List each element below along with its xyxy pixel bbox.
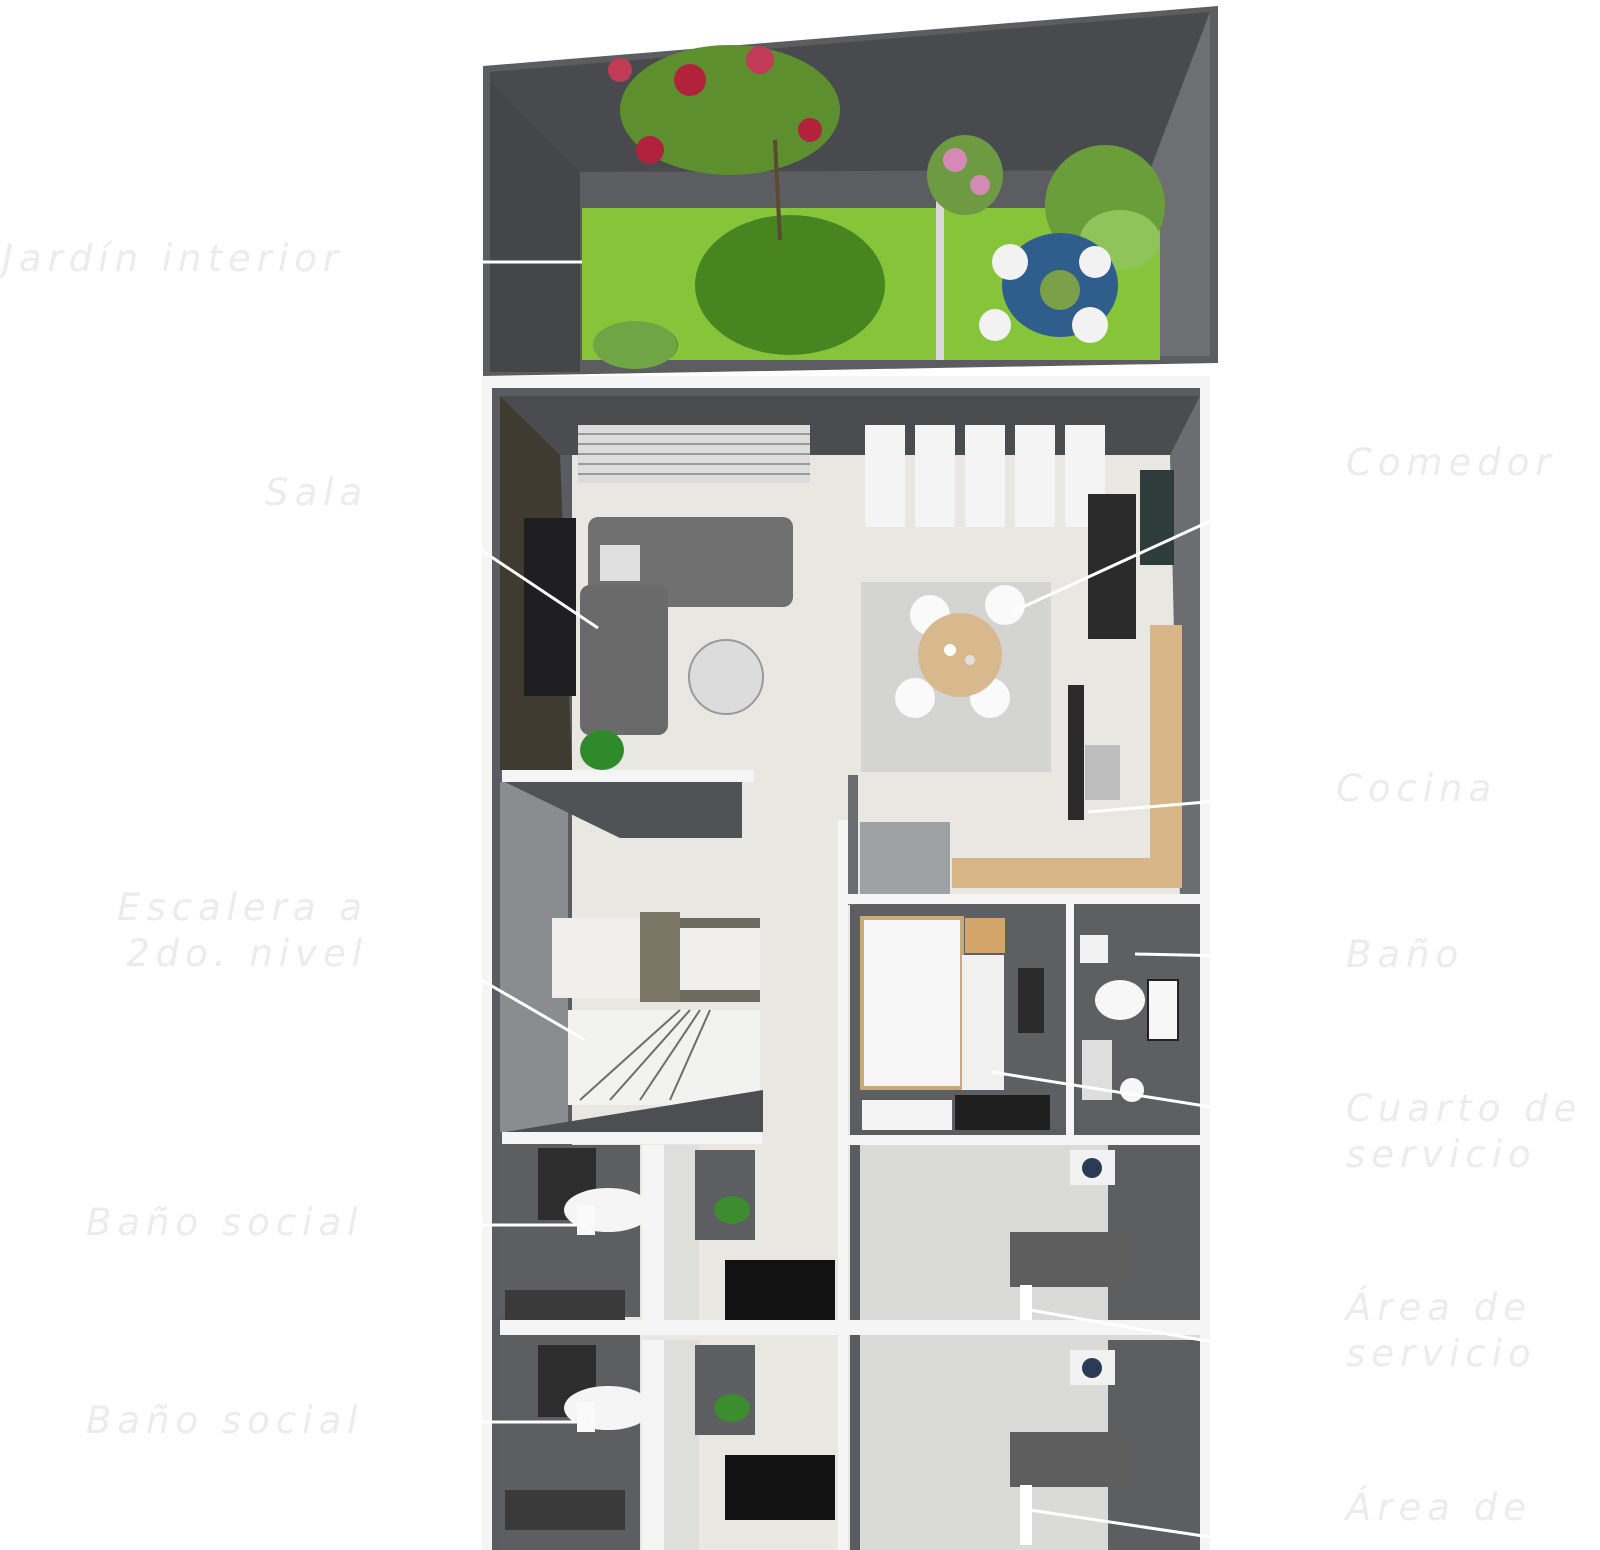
leader-cocina	[1087, 798, 1231, 814]
label-sala: Sala	[265, 471, 369, 514]
round-ottoman	[688, 639, 764, 715]
label-bano: Baño	[1346, 933, 1465, 976]
window-blind-left	[578, 425, 810, 483]
kitchen-counter	[952, 625, 1182, 888]
label-cocina: Cocina	[1336, 767, 1498, 810]
label-escalera-line1: Escalera a	[116, 886, 368, 929]
dining-set	[895, 585, 1025, 718]
interior-walls	[482, 376, 1210, 1550]
label-cuarto-line2: servicio	[1346, 1133, 1537, 1176]
label-escalera-line2: 2do. nivel	[126, 932, 368, 975]
bathroom	[1077, 902, 1200, 1127]
label-bano-social-2: Baño social	[86, 1399, 364, 1442]
pink-flower-shrub	[927, 135, 1003, 215]
label-area-servicio-1: Área de servicio	[1346, 1285, 1537, 1377]
label-area1-line2: servicio	[1346, 1332, 1537, 1375]
kitchen-partition	[848, 775, 858, 905]
social-bathroom-2	[500, 1320, 840, 1550]
potted-plant	[580, 730, 624, 770]
leader-area-1	[1029, 1308, 1231, 1347]
leader-area-2	[1029, 1508, 1231, 1542]
label-cuarto-line1: Cuarto de	[1346, 1087, 1583, 1130]
sliding-door-panels	[865, 425, 1105, 527]
fridge	[860, 822, 950, 894]
leader-bano	[1134, 952, 1231, 958]
label-area1-line1: Área de	[1346, 1286, 1532, 1329]
service-area-2	[840, 1320, 1210, 1550]
label-escalera: Escalera a 2do. nivel	[108, 885, 368, 977]
leader-comedor	[1011, 510, 1231, 614]
label-bano-social-1: Baño social	[86, 1201, 364, 1244]
label-area-servicio-2: Área de	[1346, 1486, 1532, 1529]
label-jardin-interior: Jardín interior	[2, 237, 345, 280]
corner-fern	[593, 321, 677, 369]
sectional-sofa	[580, 517, 793, 735]
stair-area	[500, 782, 763, 1132]
service-area-1	[860, 1145, 1200, 1330]
social-bathroom-1	[500, 1145, 835, 1325]
label-comedor: Comedor	[1346, 441, 1557, 484]
label-cuarto-servicio: Cuarto de servicio	[1346, 1086, 1582, 1178]
service-room	[855, 902, 1070, 1130]
garden-table-set	[979, 233, 1118, 343]
leader-sala	[477, 546, 599, 630]
leader-escalera	[477, 976, 586, 1042]
red-flowering-tree	[608, 45, 840, 241]
leader-cuarto	[991, 1070, 1231, 1112]
